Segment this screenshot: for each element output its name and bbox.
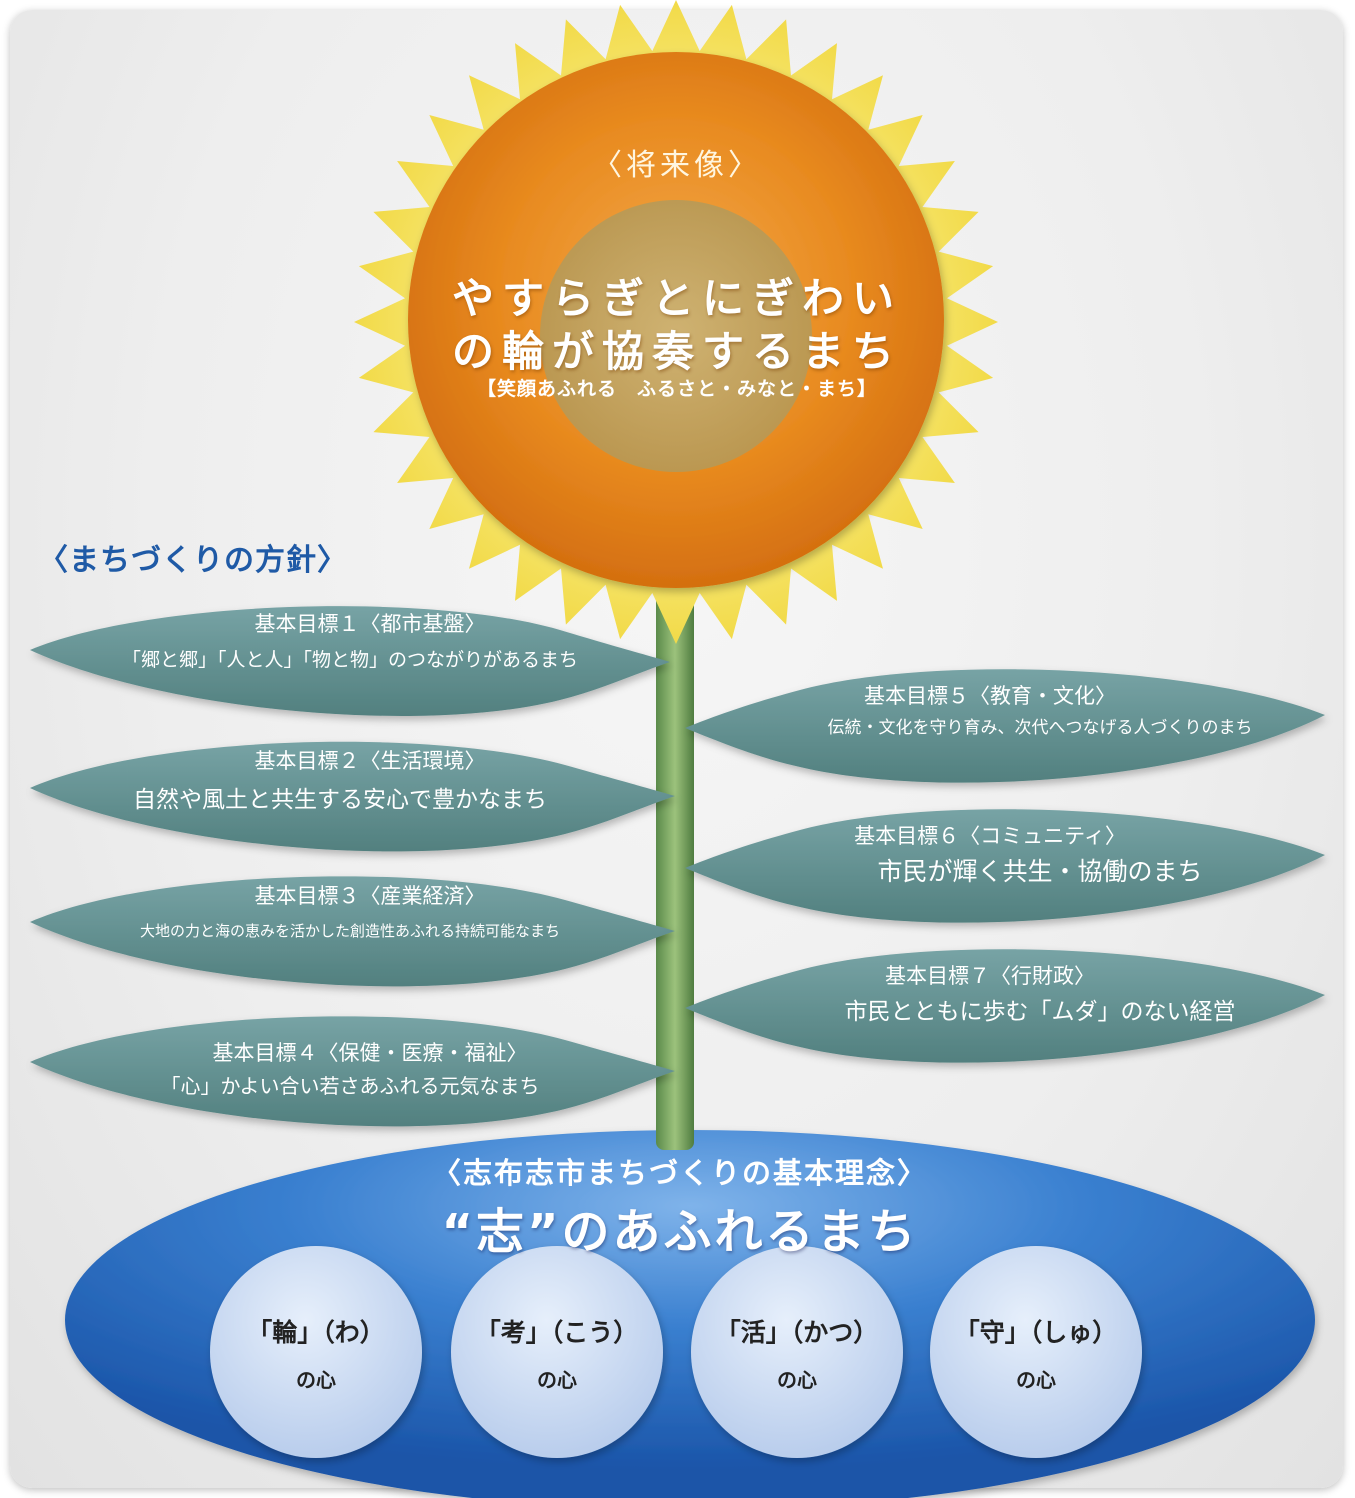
heart-circle-shu (930, 1246, 1142, 1458)
goal-6-title: 基本目標６〈コミュニティ〉 (854, 824, 1126, 848)
leaf-goal-7 (685, 949, 1325, 1063)
heart-circle-wa (210, 1246, 422, 1458)
goal-4-title: 基本目標４〈保健・医療・福祉〉 (212, 1041, 528, 1065)
heart-3-sub: の心 (777, 1368, 817, 1392)
philosophy-title: 〈志布志市まちづくりの基本理念〉 (431, 1156, 928, 1190)
flower-inner-disc (540, 200, 812, 472)
heart-3-label: 「活」（かつ） (715, 1318, 879, 1347)
goal-4-desc: 「心」かよい合い若さあふれる元気なまち (160, 1074, 540, 1098)
heart-4-sub: の心 (1016, 1368, 1056, 1392)
heart-4-label: 「守」（しゅ） (954, 1318, 1118, 1347)
leaf-goal-3 (30, 876, 675, 987)
goal-7-title: 基本目標７〈行財政〉 (885, 964, 1095, 988)
stem (656, 560, 694, 1150)
vision-line-2: の輪が協奏するまち (451, 327, 902, 376)
leaf-goal-6 (685, 809, 1325, 923)
goal-3-title: 基本目標３〈産業経済〉 (254, 884, 486, 908)
leaf-goal-5 (685, 669, 1325, 783)
heart-2-sub: の心 (537, 1368, 577, 1392)
vision-subtitle: 【笑顔あふれる ふるさと・みなと・まち】 (476, 378, 877, 400)
heart-1-label: 「輪」（わ） (247, 1318, 385, 1347)
goal-2-title: 基本目標２〈生活環境〉 (254, 749, 486, 773)
philosophy-main: “志”のあふれるまち (441, 1204, 919, 1260)
goal-2-desc: 自然や風土と共生する安心で豊かなまち (133, 787, 547, 813)
goal-1-title: 基本目標１〈都市基盤〉 (254, 612, 486, 636)
heart-circle-katsu (691, 1246, 903, 1458)
policy-heading: 〈まちづくりの方針〉 (38, 543, 348, 578)
heart-1-sub: の心 (296, 1368, 336, 1392)
heart-circle-kou (451, 1246, 663, 1458)
future-vision-label: 〈将来像〉 (592, 148, 762, 183)
goal-3-desc: 大地の力と海の恵みを活かした創造性あふれる持続可能なまち (139, 922, 560, 940)
goal-5-desc: 伝統・文化を守り育み、次代へつなげる人づくりのまち (827, 718, 1253, 738)
leaves-left (30, 606, 675, 1127)
leaf-goal-1 (30, 606, 670, 716)
heart-circles (210, 1246, 1142, 1458)
goal-7-desc: 市民とともに歩む「ムダ」のない経営 (844, 999, 1236, 1025)
goal-6-desc: 市民が輝く共生・協働のまち (877, 857, 1203, 886)
goal-1-desc: 「郷と郷」「人と人」「物と物」のつながりがあるまち (121, 649, 578, 671)
leaf-goal-4 (30, 1016, 675, 1127)
leaf-goal-2 (30, 741, 675, 852)
goal-5-title: 基本目標５〈教育・文化〉 (864, 684, 1116, 708)
heart-2-label: 「考」（こう） (475, 1318, 639, 1347)
vision-line-1: やすらぎとにぎわい (451, 274, 902, 323)
leaves-right (685, 669, 1325, 1063)
